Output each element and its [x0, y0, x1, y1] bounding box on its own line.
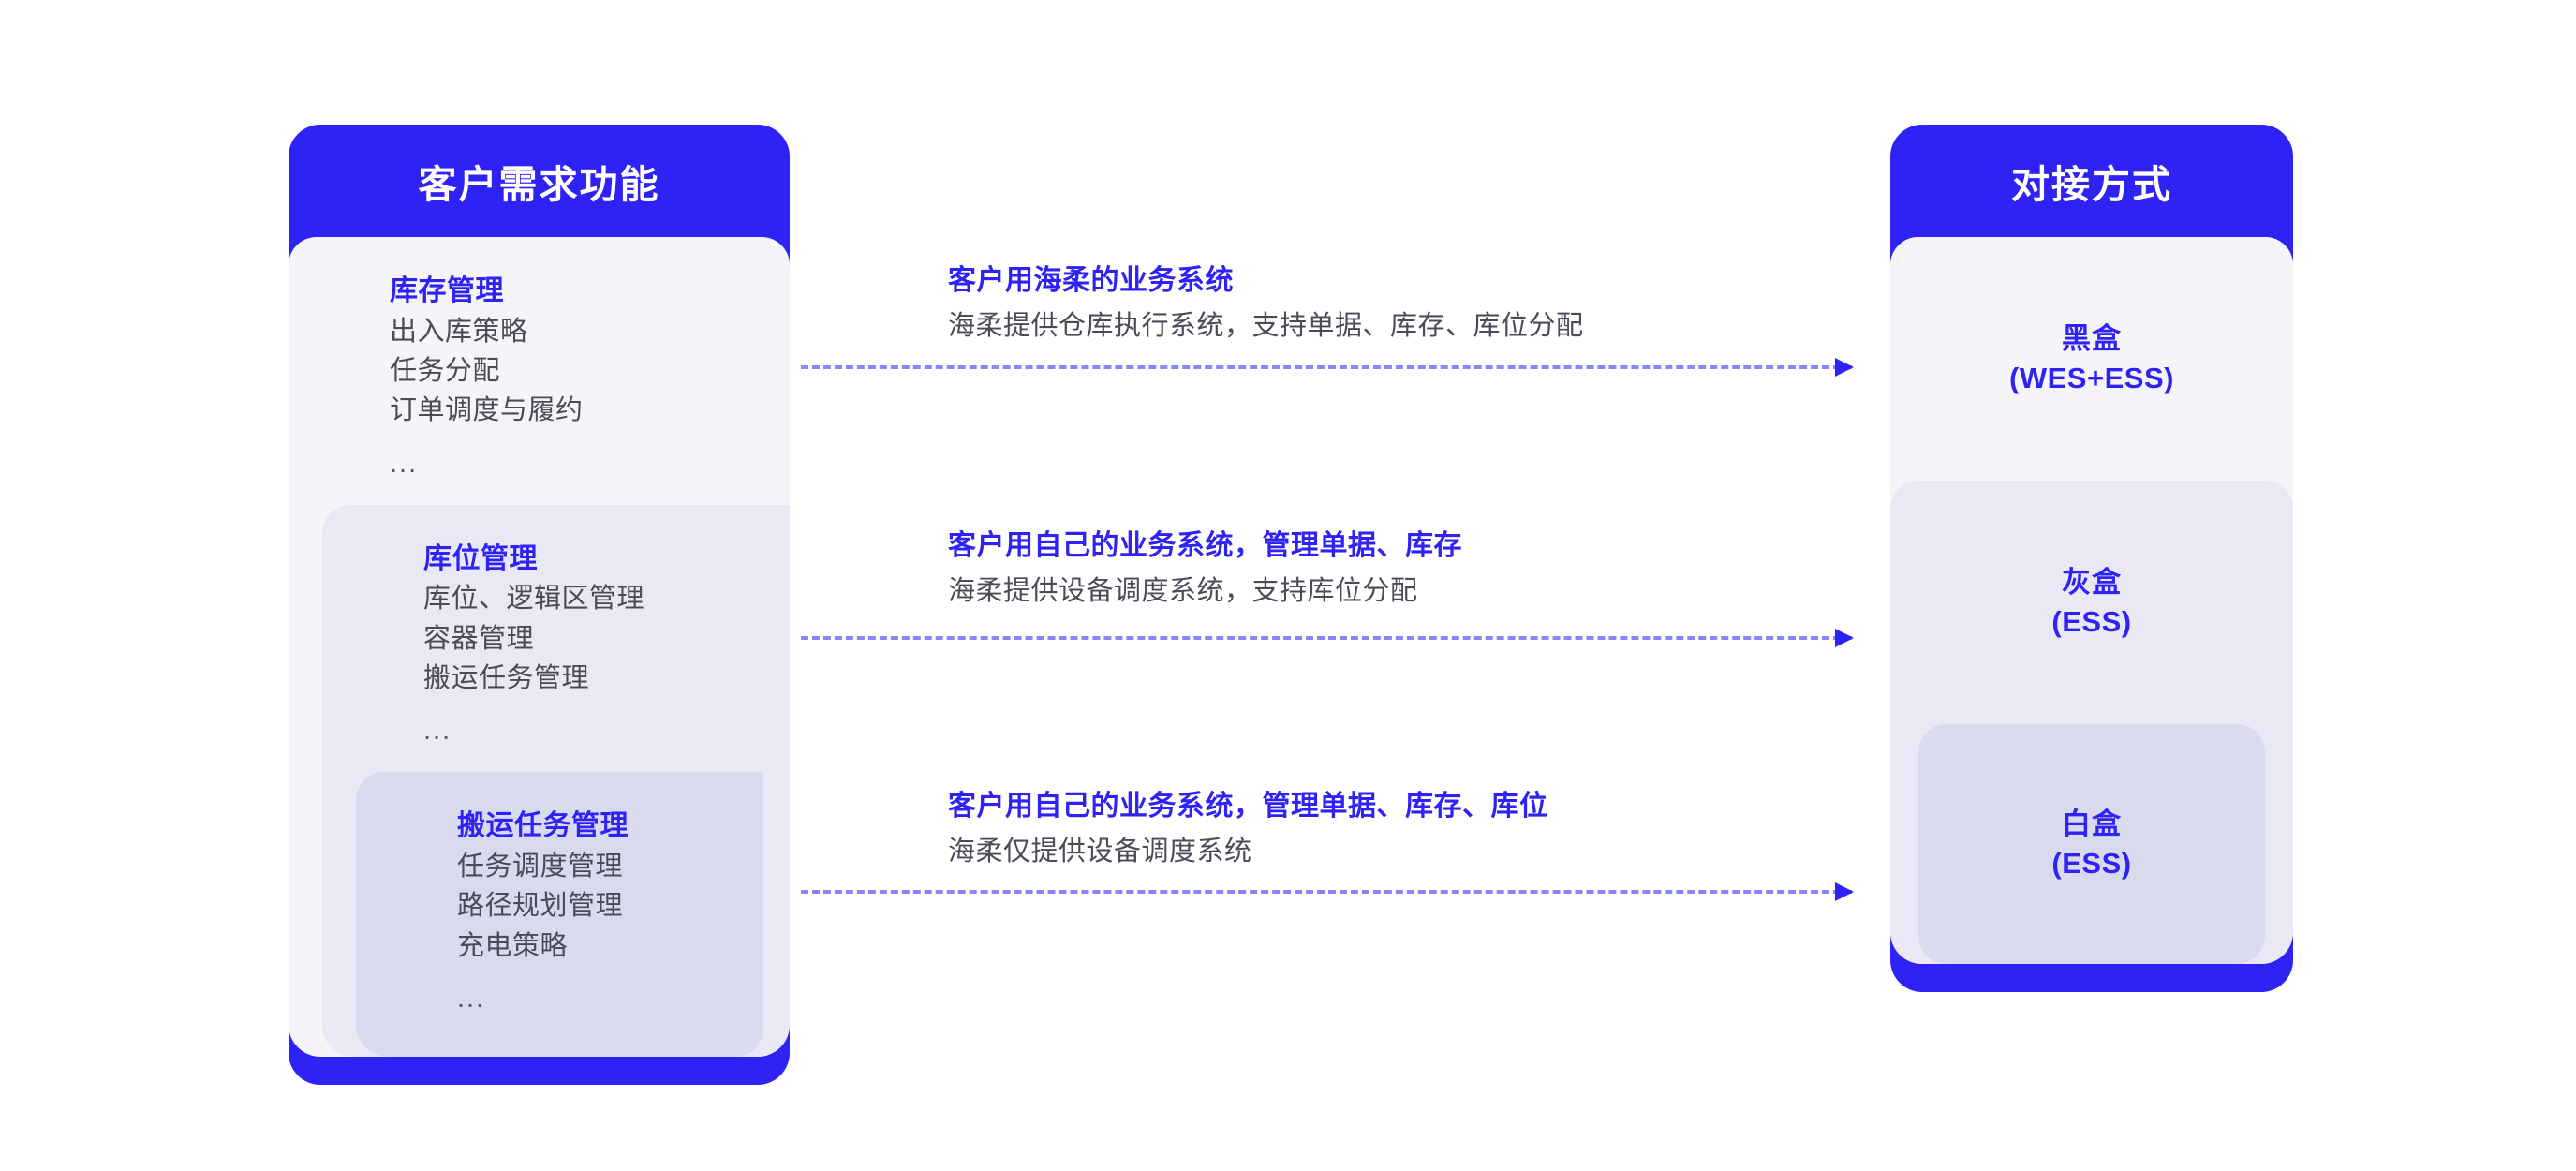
dashed-line: [801, 890, 1852, 894]
group-item: 容器管理: [423, 623, 535, 654]
mode-code: (ESS): [2051, 847, 2132, 880]
group-item: 任务分配: [390, 356, 501, 387]
integration-mode-whitebox[interactable]: 白盒 (ESS): [1918, 724, 2265, 964]
page-title-right: 对接方式: [2011, 163, 2172, 206]
group-title: 库存管理: [390, 275, 504, 306]
page-title-left: 客户需求功能: [418, 163, 660, 206]
connector-arrow-1: [801, 358, 1854, 377]
group-ellipsis: ...: [390, 448, 419, 479]
group-title: 库位管理: [423, 542, 538, 574]
group-item: 库位、逻辑区管理: [423, 584, 645, 615]
group-ellipsis: ...: [457, 983, 486, 1014]
dashed-line: [801, 636, 1852, 640]
flow-text-1: 客户用海柔的业务系统 海柔提供仓库执行系统，支持单据、库存、库位分配: [948, 265, 1584, 342]
integration-panel-wrap-2: 灰盒 (ESS) 白盒 (ESS): [1890, 481, 2293, 964]
flow-subtext: 海柔仅提供设备调度系统: [948, 837, 1252, 867]
mode-code: (WES+ESS): [2009, 362, 2174, 394]
group-ellipsis: ...: [423, 716, 452, 747]
mode-code: (ESS): [2051, 605, 2132, 638]
group-item: 出入库策略: [390, 316, 528, 347]
flow-subtext: 海柔提供设备调度系统，支持库位分配: [948, 576, 1418, 606]
dashed-line: [801, 365, 1852, 369]
integration-mode-card: 对接方式 黑盒 (WES+ESS) 灰盒 (ESS) 白盒 (ESS): [1890, 125, 2293, 992]
group-item: 搬运任务管理: [423, 663, 590, 694]
group-item: 订单调度与履约: [390, 395, 584, 426]
arrow-head-icon: [1835, 358, 1854, 377]
flow-heading: 客户用海柔的业务系统: [948, 265, 1234, 296]
requirement-group-location: 库位管理 库位、逻辑区管理 容器管理 搬运任务管理 ...: [322, 539, 790, 773]
mode-name: 黑盒: [2062, 322, 2122, 356]
requirement-group-transport: 搬运任务管理 任务调度管理 路径规划管理 充电策略 ...: [356, 806, 763, 1040]
customer-requirements-card: 客户需求功能 库存管理 出入库策略 任务分配 订单调度与履约 ... 库位管理 …: [289, 125, 790, 1085]
flow-text-2: 客户用自己的业务系统，管理单据、库存 海柔提供设备调度系统，支持库位分配: [948, 530, 1462, 607]
integration-mode-greybox[interactable]: 灰盒 (ESS): [1890, 481, 2293, 724]
requirement-panel-2[interactable]: 库位管理 库位、逻辑区管理 容器管理 搬运任务管理 ... 搬运任务管理 任务调…: [322, 504, 790, 1057]
arrow-head-icon: [1835, 629, 1854, 647]
group-item: 任务调度管理: [457, 851, 624, 882]
requirement-group-inventory: 库存管理 出入库策略 任务分配 订单调度与履约 ...: [289, 271, 790, 505]
group-title: 搬运任务管理: [457, 810, 629, 842]
integration-panel-wrap-1: 黑盒 (WES+ESS) 灰盒 (ESS) 白盒 (ESS): [1890, 237, 2293, 964]
mode-name: 白盒: [2062, 808, 2122, 841]
flow-heading: 客户用自己的业务系统，管理单据、库存、库位: [948, 791, 1548, 822]
requirement-panel-3[interactable]: 搬运任务管理 任务调度管理 路径规划管理 充电策略 ...: [356, 772, 763, 1057]
mode-name: 灰盒: [2062, 566, 2122, 600]
flow-text-3: 客户用自己的业务系统，管理单据、库存、库位 海柔仅提供设备调度系统: [948, 791, 1548, 867]
arrow-head-icon: [1835, 882, 1854, 901]
connector-arrow-3: [801, 882, 1854, 901]
connector-arrow-2: [801, 629, 1854, 647]
group-item: 充电策略: [457, 930, 569, 961]
group-item: 路径规划管理: [457, 891, 624, 922]
flow-heading: 客户用自己的业务系统，管理单据、库存: [948, 530, 1462, 561]
integration-mode-blackbox[interactable]: 黑盒 (WES+ESS): [1890, 237, 2293, 481]
flow-subtext: 海柔提供仓库执行系统，支持单据、库存、库位分配: [948, 311, 1584, 341]
integration-mode-header: 对接方式: [1890, 125, 2293, 237]
customer-requirements-header: 客户需求功能: [289, 125, 790, 237]
requirement-panel-1[interactable]: 库存管理 出入库策略 任务分配 订单调度与履约 ... 库位管理 库位、逻辑区管…: [289, 237, 790, 1057]
